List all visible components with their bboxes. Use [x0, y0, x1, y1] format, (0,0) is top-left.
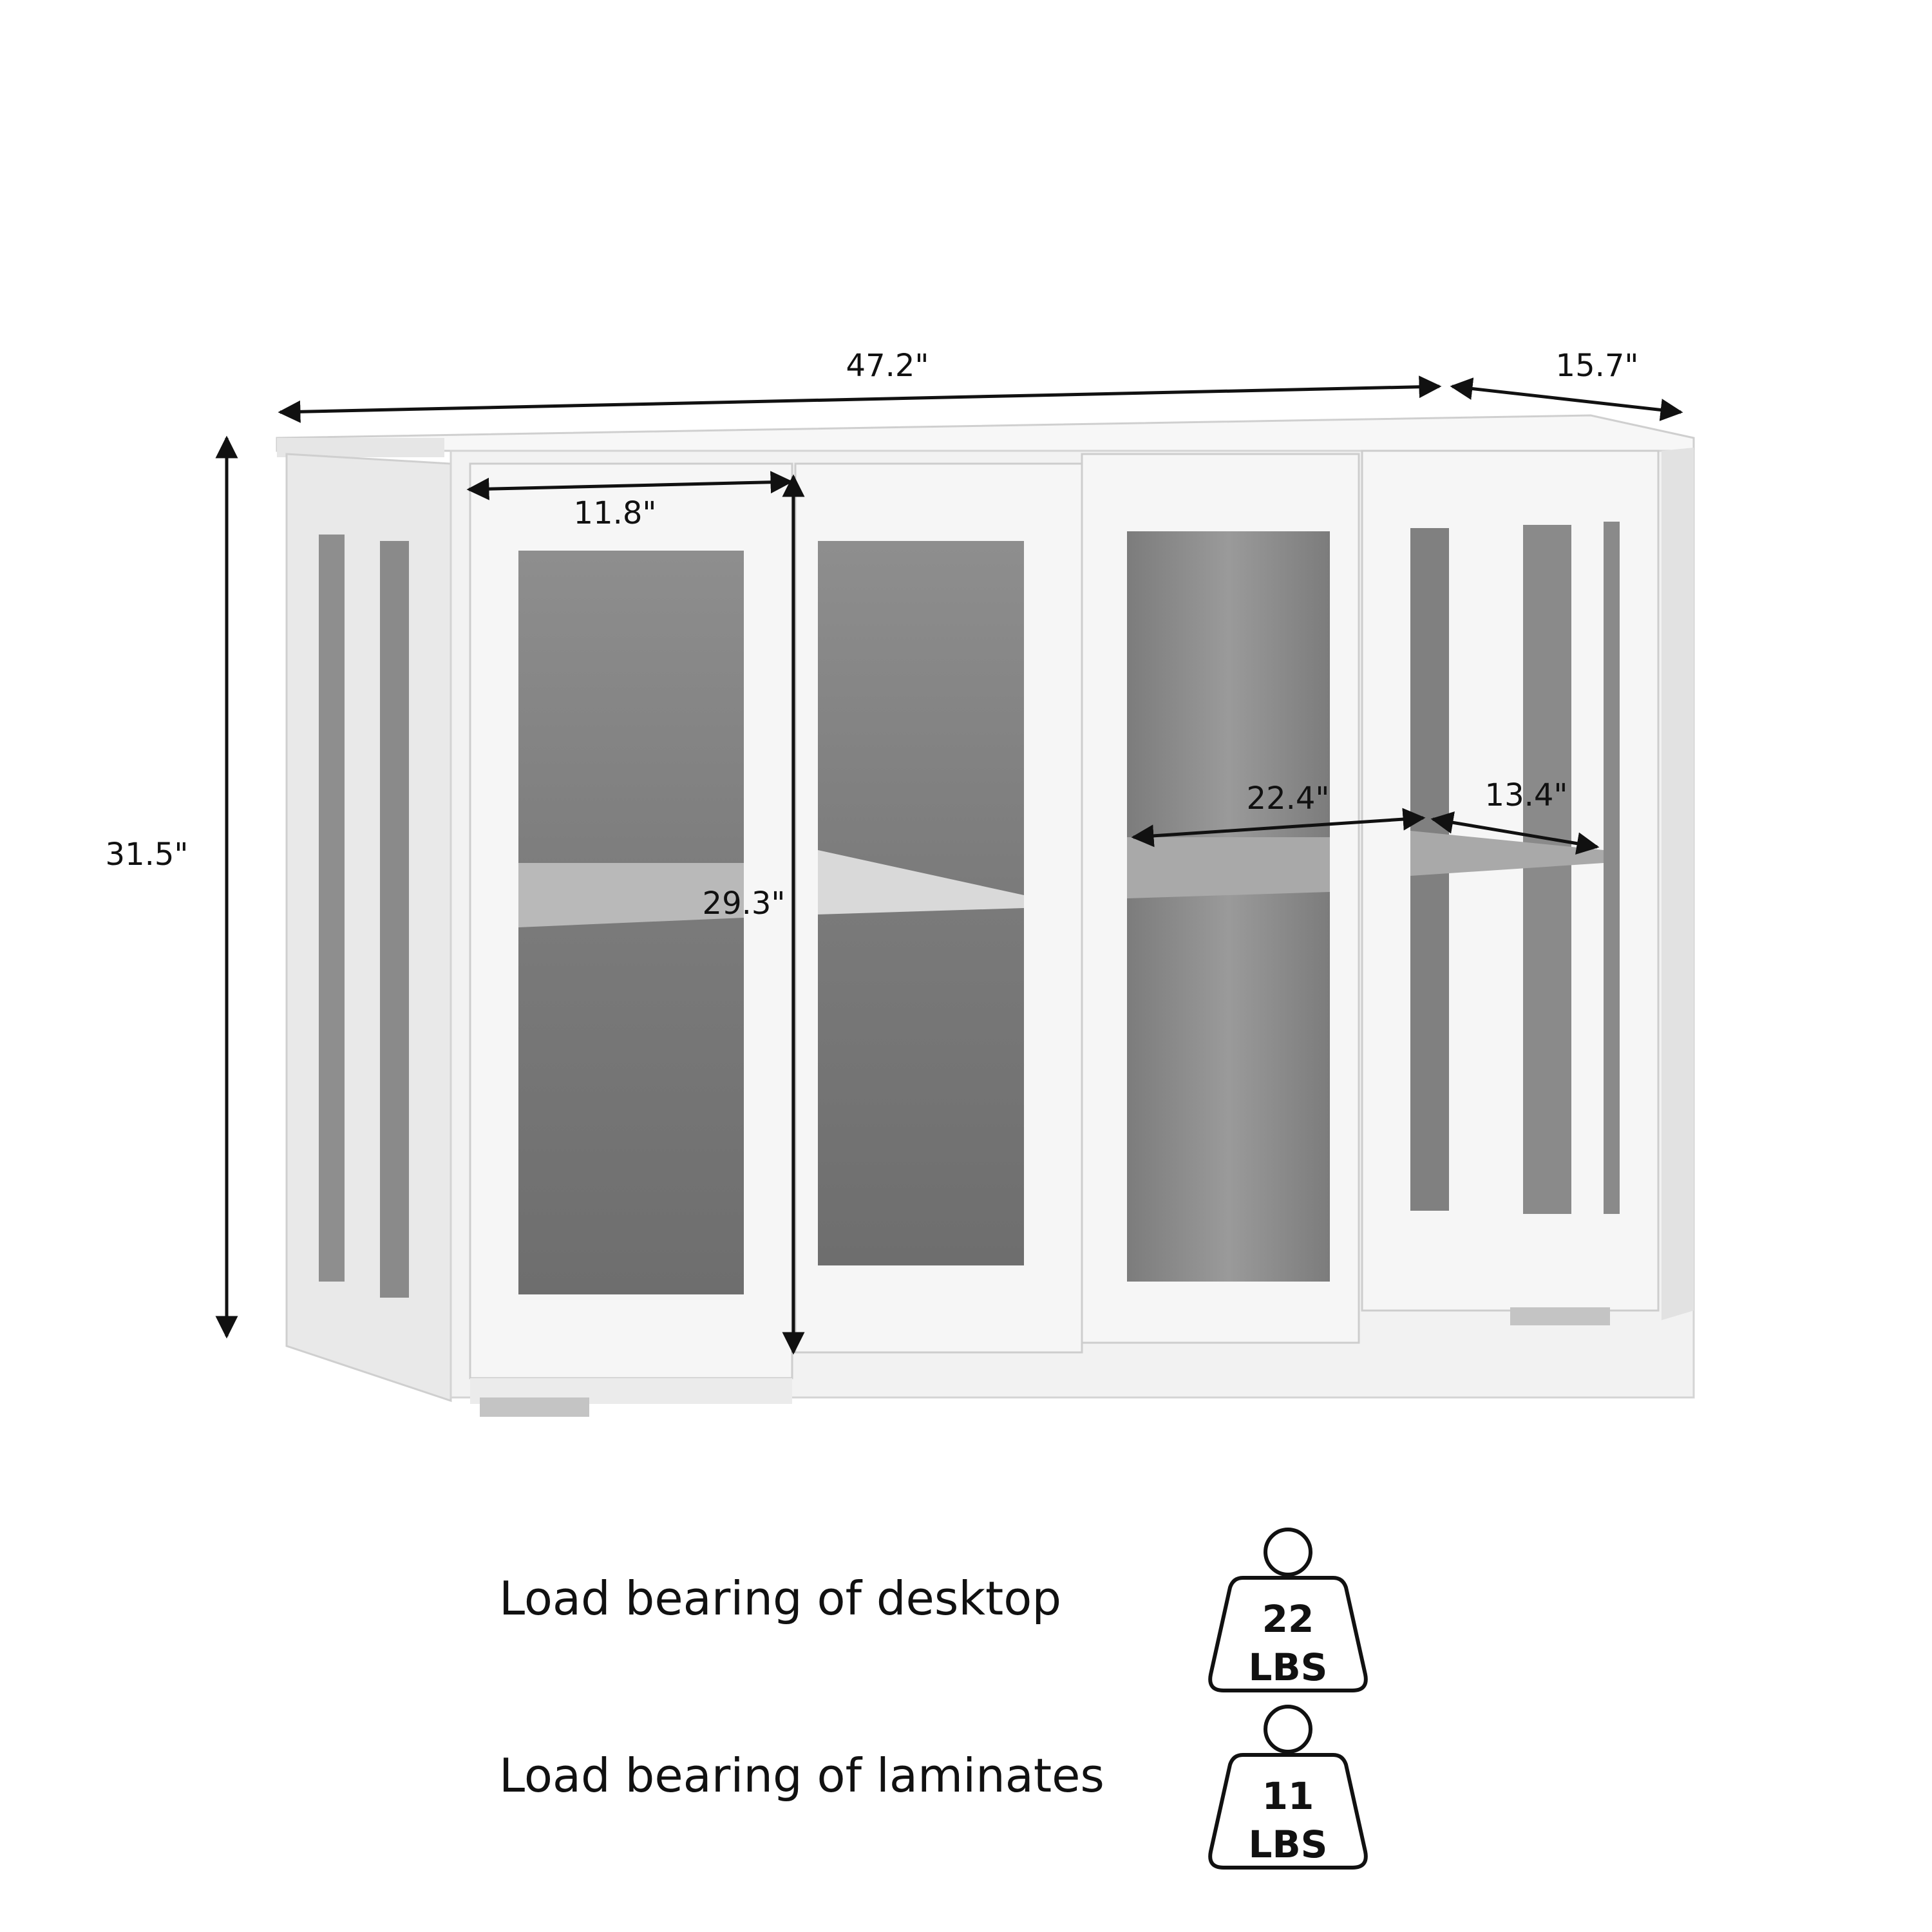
load-bearing-desktop-label: Load bearing of desktop — [499, 1571, 1062, 1625]
dimension-line-width — [278, 375, 1442, 423]
desktop-weight-value: 22 — [1262, 1597, 1314, 1641]
side-slot — [380, 541, 409, 1298]
cabinet-top-edge — [277, 438, 444, 457]
dimension-line-shelf-width — [1131, 808, 1426, 848]
shelf — [518, 863, 744, 927]
desktop-weight-badge: 22 LBS — [1211, 1558, 1365, 1713]
load-bearing-laminates-label: Load bearing of laminates — [499, 1748, 1104, 1803]
dimension-line-depth — [1450, 377, 1683, 421]
inner-height-label: 29.3" — [702, 886, 786, 922]
laminates-weight-badge: 11 LBS — [1211, 1736, 1365, 1890]
weight-icon — [1208, 1528, 1368, 1692]
shelf-depth-label: 13.4" — [1484, 777, 1568, 813]
height-label: 31.5" — [105, 837, 189, 873]
cabinet-foot — [480, 1397, 589, 1417]
weight-icon — [1208, 1705, 1368, 1870]
cabinet-left-side — [285, 453, 452, 1403]
cabinet-top — [276, 414, 1695, 452]
desktop-weight-unit: LBS — [1248, 1645, 1328, 1689]
side-slot — [319, 535, 345, 1282]
cabinet-right-side — [1662, 448, 1694, 1320]
width-label: 47.2" — [846, 348, 929, 384]
door-width-label: 11.8" — [573, 495, 657, 531]
shelf — [818, 850, 1024, 914]
shelf-width-label: 22.4" — [1246, 781, 1330, 817]
door-4-glass — [1523, 525, 1571, 1214]
laminates-weight-unit: LBS — [1248, 1823, 1328, 1866]
cabinet-foot — [1510, 1307, 1610, 1325]
shelf — [1127, 837, 1330, 898]
dimension-line-door-width — [466, 471, 793, 500]
depth-label: 15.7" — [1555, 348, 1639, 384]
door-3-glass — [1127, 531, 1330, 1282]
dimension-line-shelf-depth — [1430, 811, 1600, 855]
door-4-glass — [1604, 522, 1620, 1214]
laminates-weight-value: 11 — [1262, 1774, 1314, 1818]
